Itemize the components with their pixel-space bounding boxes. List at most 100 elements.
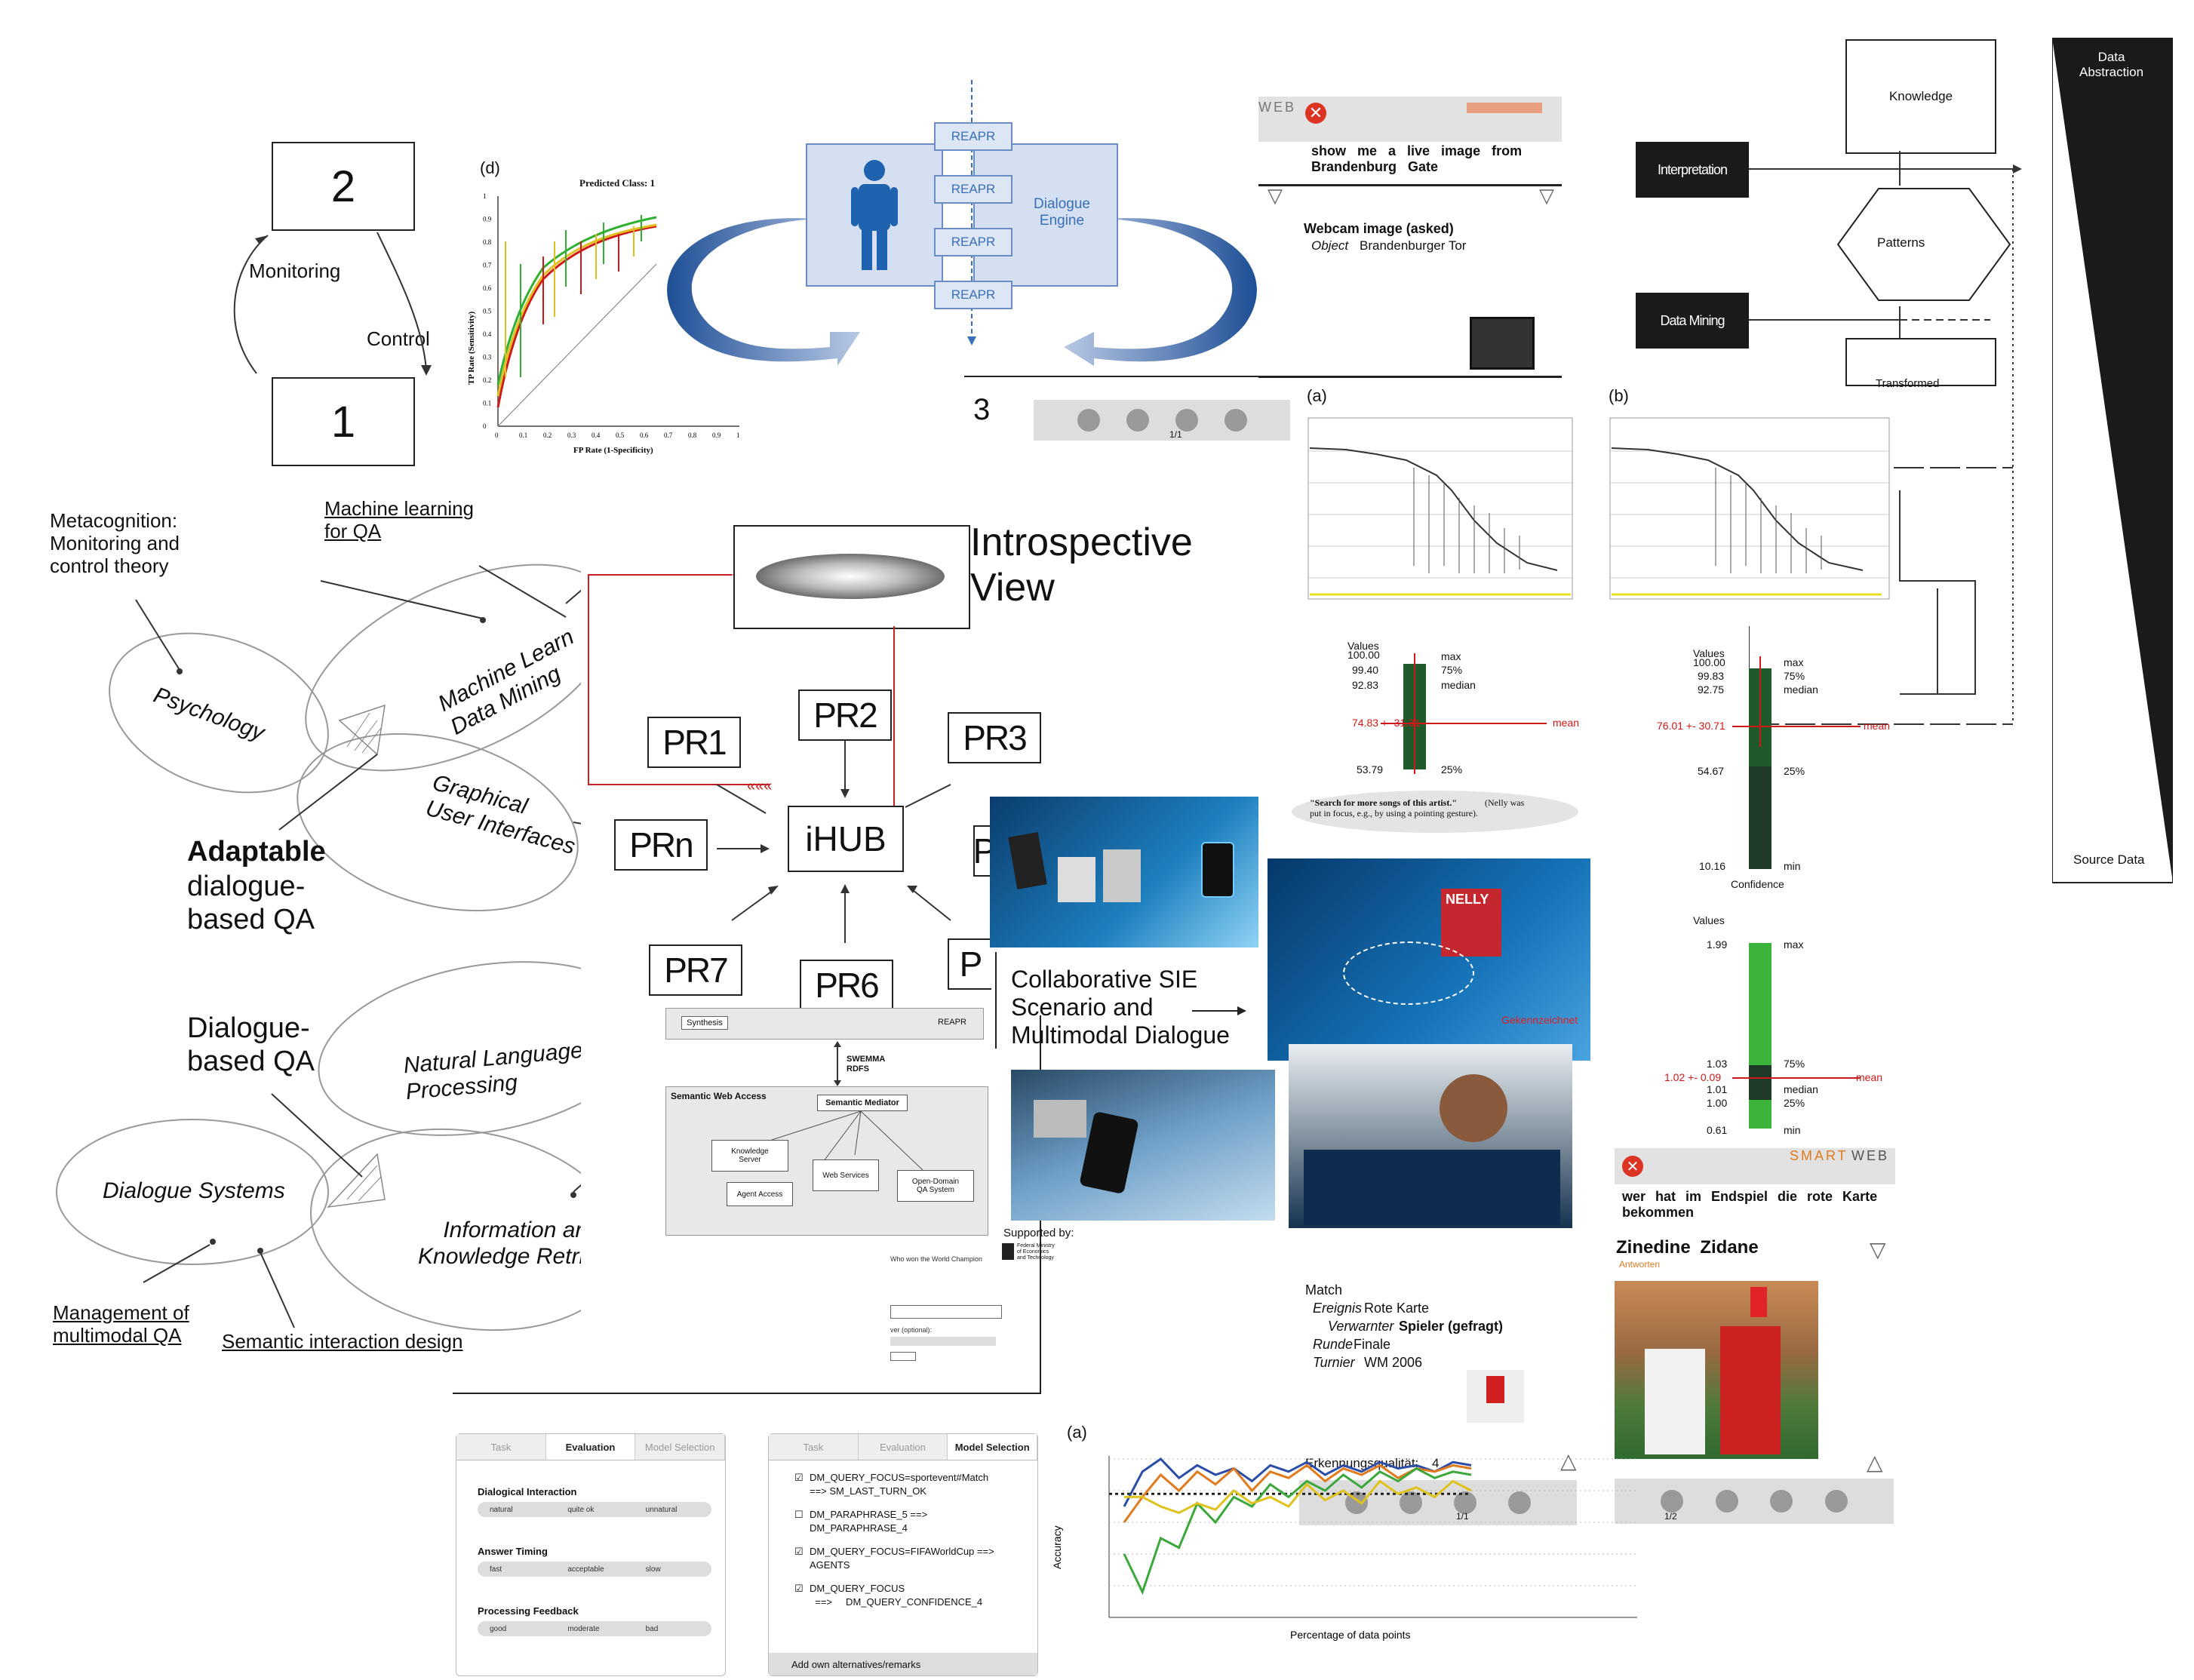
boxplot-c-bar bbox=[1749, 943, 1771, 1129]
radio-option[interactable]: slow bbox=[645, 1565, 661, 1574]
radio-option[interactable]: moderate bbox=[567, 1624, 600, 1633]
boxplot-a-v2: 99.40 bbox=[1352, 664, 1379, 676]
chevron-up-icon[interactable]: △ bbox=[1560, 1449, 1577, 1473]
radio-option[interactable]: acceptable bbox=[567, 1565, 604, 1574]
chevron-up-icon[interactable]: △ bbox=[1867, 1451, 1883, 1474]
radio-group[interactable]: fast acceptable slow bbox=[478, 1562, 711, 1577]
camera-icon[interactable] bbox=[1661, 1490, 1684, 1513]
rule-text: DM_QUERY_FOCUS ==> DM_QUERY_CONFIDENCE_4 bbox=[810, 1583, 983, 1608]
tab-model-selection[interactable]: Model Selection bbox=[635, 1434, 726, 1460]
chevron-down-icon[interactable]: ▽ bbox=[1268, 184, 1283, 207]
web-services: Web Services bbox=[813, 1159, 879, 1191]
arch-frame bbox=[453, 1015, 1041, 1394]
tab-task[interactable]: Task bbox=[769, 1434, 859, 1460]
roc-xtick: 0.3 bbox=[567, 432, 576, 439]
tab-evaluation[interactable]: Evaluation bbox=[545, 1434, 636, 1460]
chevron-down-icon[interactable]: ▽ bbox=[1870, 1238, 1886, 1261]
rule-item-1[interactable]: ☑DM_QUERY_FOCUS=sportevent#Match ==> SM_… bbox=[794, 1471, 1037, 1497]
smartweb-bottom-query: wer hat im Endspiel die rote Karte bekom… bbox=[1622, 1189, 1878, 1220]
rule-item-3[interactable]: ☑DM_QUERY_FOCUS=FIFAWorldCup ==> AGENTS bbox=[794, 1545, 1037, 1571]
boxplot-c-mean: 1.02 +- 0.09 bbox=[1664, 1071, 1722, 1083]
checkbox[interactable]: ☑ bbox=[794, 1472, 804, 1483]
boxplot-a-q25: 25% bbox=[1441, 763, 1463, 776]
boxplot-b-max: max bbox=[1784, 656, 1804, 668]
group-title: Processing Feedback bbox=[478, 1605, 579, 1617]
radio-option[interactable]: bad bbox=[645, 1624, 659, 1633]
open-domain-qa: Open-Domain QA System bbox=[897, 1170, 974, 1202]
tab-model-selection[interactable]: Model Selection bbox=[948, 1434, 1038, 1460]
girl-table-photo bbox=[1289, 1044, 1572, 1228]
match-title: Match bbox=[1305, 1282, 1343, 1298]
speaker-icon[interactable] bbox=[1224, 409, 1247, 432]
radio-option[interactable]: unnatural bbox=[645, 1505, 678, 1514]
radio-option[interactable]: quite ok bbox=[567, 1505, 595, 1514]
save-icon[interactable] bbox=[1126, 409, 1149, 432]
agent-access: Agent Access bbox=[727, 1182, 793, 1206]
list-icon[interactable] bbox=[1175, 409, 1198, 432]
collab-arrows bbox=[995, 952, 1246, 1049]
reapr-1: REAPR bbox=[934, 122, 1012, 151]
roc-xtick: 0.6 bbox=[640, 432, 649, 439]
pyramid-lines bbox=[1749, 151, 2022, 754]
radio-option[interactable]: fast bbox=[490, 1565, 502, 1574]
checkbox[interactable]: ☑ bbox=[794, 1583, 804, 1595]
save-icon[interactable] bbox=[1715, 1490, 1738, 1513]
camera-icon[interactable] bbox=[1077, 409, 1100, 432]
speaker-icon[interactable] bbox=[1508, 1491, 1531, 1514]
boxplot-c-v5: 1.00 bbox=[1707, 1097, 1728, 1109]
chevron-down-icon[interactable]: ▽ bbox=[1539, 184, 1554, 207]
webcam-object-val: Brandenburger Tor bbox=[1360, 238, 1467, 253]
adaptable-label: Adaptable bbox=[187, 836, 326, 868]
ml-for-qa-link[interactable]: Machine learning for QA bbox=[324, 497, 475, 542]
match-r4v: WM 2006 bbox=[1364, 1355, 1423, 1370]
answer-input[interactable] bbox=[890, 1305, 1002, 1319]
checkbox[interactable]: ☑ bbox=[794, 1546, 804, 1558]
brand-smart: SMART bbox=[1790, 1148, 1848, 1163]
rule-item-2[interactable]: ☐DM_PARAPHRASE_5 ==> DM_PARAPHRASE_4 bbox=[794, 1508, 1037, 1534]
add-remarks-button[interactable]: Add own alternatives/remarks bbox=[769, 1653, 1037, 1675]
dialogue-engine bbox=[973, 143, 1118, 287]
webcam-title: Webcam image (asked) bbox=[1304, 221, 1454, 236]
webcam-icon bbox=[1470, 317, 1535, 370]
match-toolbar[interactable] bbox=[1299, 1480, 1577, 1525]
roc-chart: TP Rate (Sensitivity) FP Rate (1-Specifi… bbox=[467, 192, 740, 455]
red-card-icon bbox=[1467, 1370, 1524, 1423]
eye-icon bbox=[756, 554, 945, 599]
small-input[interactable] bbox=[890, 1352, 916, 1361]
rule-item-4[interactable]: ☑ DM_QUERY_FOCUS ==> DM_QUERY_CONFIDENCE_… bbox=[794, 1582, 1037, 1608]
tab-task[interactable]: Task bbox=[456, 1434, 546, 1460]
answer-sub: Antworten bbox=[1619, 1259, 1661, 1270]
radio-group[interactable]: good moderate bad bbox=[478, 1621, 711, 1636]
radio-option[interactable]: good bbox=[490, 1624, 507, 1633]
transformed-label: Transformed bbox=[1876, 377, 1940, 390]
boxplot-a-mean-label: mean bbox=[1553, 717, 1580, 729]
smartweb-bottom-toolbar[interactable] bbox=[1615, 1479, 1894, 1524]
smartweb-top-toolbar[interactable] bbox=[1034, 400, 1290, 441]
roc-xtick: 0.9 bbox=[712, 432, 721, 439]
radio-option[interactable]: natural bbox=[490, 1505, 513, 1514]
semantic-interaction-link[interactable]: Semantic interaction design bbox=[222, 1330, 463, 1353]
close-icon[interactable]: ✕ bbox=[1622, 1156, 1643, 1177]
speaker-icon[interactable] bbox=[1824, 1490, 1848, 1513]
introspective-view-box bbox=[733, 525, 970, 629]
ikr-label: Information and Knowledge Retrieval bbox=[418, 1218, 625, 1269]
pr-partial-box-2: P bbox=[973, 825, 996, 877]
monitoring-label: Monitoring bbox=[249, 260, 341, 282]
mgmt-multimodal-link[interactable]: Management of multimodal QA bbox=[53, 1301, 189, 1347]
smartweb-top: ✕ WEB show me a live image from Brandenb… bbox=[1258, 97, 1562, 379]
list-icon[interactable] bbox=[1454, 1491, 1476, 1514]
roc-ytick: 0.6 bbox=[483, 284, 492, 292]
threshold-plot-b bbox=[1609, 417, 1890, 600]
tab-evaluation[interactable]: Evaluation bbox=[858, 1434, 948, 1460]
save-icon[interactable] bbox=[1400, 1491, 1422, 1514]
boxplot-c-min: min bbox=[1784, 1124, 1801, 1136]
radio-group[interactable]: natural quite ok unnatural bbox=[478, 1502, 711, 1517]
svg-text:«««: ««« bbox=[747, 778, 772, 794]
metacognition-label: Metacognition: Monitoring and control th… bbox=[50, 509, 180, 577]
close-icon[interactable]: ✕ bbox=[1305, 103, 1326, 124]
loop-box-top: 2 bbox=[272, 142, 415, 231]
boxplot-a-median: median bbox=[1441, 679, 1476, 691]
list-icon[interactable] bbox=[1770, 1490, 1793, 1513]
roc-ytick: 0.4 bbox=[483, 330, 492, 338]
checkbox[interactable]: ☐ bbox=[794, 1509, 804, 1521]
